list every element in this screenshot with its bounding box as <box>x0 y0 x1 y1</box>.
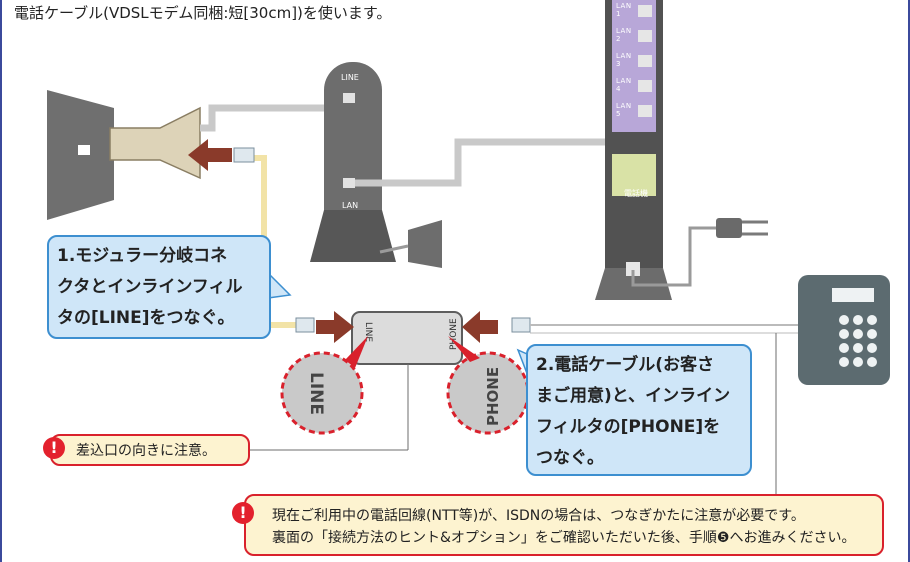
router-port-4 <box>638 80 652 92</box>
router-port-1 <box>638 5 652 17</box>
router-phone-label: 電話機 <box>624 188 648 198</box>
zoom-line-label: LINE <box>306 372 326 415</box>
callout-line-1: 1.モジュラー分岐コネ <box>57 246 228 266</box>
zoom-line-port <box>280 351 364 435</box>
modem-lan-label: LAN <box>342 201 358 210</box>
caption-text: 電話ケーブル(VDSLモデム同梱:短[30cm])を使います。 <box>14 4 392 22</box>
zoom-phone-label: PHONE <box>484 367 502 426</box>
page-frame-right <box>908 0 910 562</box>
router-port-5 <box>638 105 652 117</box>
modem-lan-port <box>343 178 355 188</box>
callout-phone-3: フィルタの[PHONE]を <box>536 417 721 437</box>
router-green-panel <box>612 154 656 196</box>
router-port-label-4: LAN 4 <box>616 77 632 93</box>
arrow-to-filter-left <box>316 311 354 343</box>
modem-stand <box>310 210 396 262</box>
warning-isdn-line-2: 裏面の「接続方法のヒント&オプション」をご確認いただいた後、手順❺へお進みくださ… <box>272 530 856 546</box>
callout-line-pointer <box>267 271 292 299</box>
warning-isdn: 現在ご利用中の電話回線(NTT等)が、ISDNの場合は、つなぎかたに注意が必要で… <box>244 494 884 556</box>
plug-filter-right <box>511 317 531 333</box>
callout-phone-4: つなぐ。 <box>536 448 604 468</box>
arrow-to-filter-right <box>462 311 498 343</box>
router-port-label-1: LAN 1 <box>616 2 632 18</box>
warning-port-text: 差込口の向きに注意。 <box>76 443 216 459</box>
arrow-to-splitter <box>188 139 232 171</box>
callout-connect-line: 1.モジュラー分岐コネ クタとインラインフィル タの[LINE]をつなぐ。 <box>47 235 271 339</box>
router-port-label-3: LAN 3 <box>616 52 632 68</box>
zoom-phone-pointer <box>448 336 480 362</box>
callout-line-2: クタとインラインフィル <box>57 277 243 297</box>
modem-power-cord <box>379 244 409 254</box>
telephone-display <box>832 288 874 302</box>
router-port-2 <box>638 30 652 42</box>
warning-isdn-line-1: 現在ご利用中の電話回線(NTT等)が、ISDNの場合は、つなぎかたに注意が必要で… <box>272 508 805 524</box>
zoom-line-pointer <box>345 336 368 368</box>
filter-line-label: LINE <box>363 322 373 342</box>
power-plug <box>716 218 742 238</box>
wall-jack <box>78 145 90 155</box>
callout-phone-2: まご用意)と、インライン <box>536 386 731 406</box>
warning-icon: ! <box>43 437 65 459</box>
cable-splitter-to-modem <box>200 104 340 132</box>
warning-port-direction: 差込口の向きに注意。 <box>50 434 250 466</box>
router-power-cable <box>631 226 716 287</box>
router-port-3 <box>638 55 652 67</box>
router-port-label-5: LAN 5 <box>616 102 632 118</box>
callout-connect-phone: 2.電話ケーブル(お客さ まご用意)と、インライン フィルタの[PHONE]を … <box>526 344 752 476</box>
callout-line-3: タの[LINE]をつなぐ。 <box>57 308 235 328</box>
router-power-jack <box>626 262 640 276</box>
router-port-label-2: LAN 2 <box>616 27 632 43</box>
modem-power-adapter <box>408 220 442 268</box>
modem-line-port <box>343 93 355 103</box>
plug-filter-left <box>295 317 315 333</box>
cable-modem-to-router <box>355 138 610 187</box>
inline-filter <box>351 311 463 365</box>
warning-icon: ! <box>232 502 254 524</box>
plug-top <box>233 147 255 163</box>
modular-splitter <box>109 106 201 180</box>
modem-line-label: LINE <box>341 73 359 82</box>
page-frame-left <box>0 0 2 562</box>
filter-phone-label: PHONE <box>449 318 459 350</box>
callout-phone-1: 2.電話ケーブル(お客さ <box>536 355 715 375</box>
telephone-keypad <box>839 315 877 367</box>
